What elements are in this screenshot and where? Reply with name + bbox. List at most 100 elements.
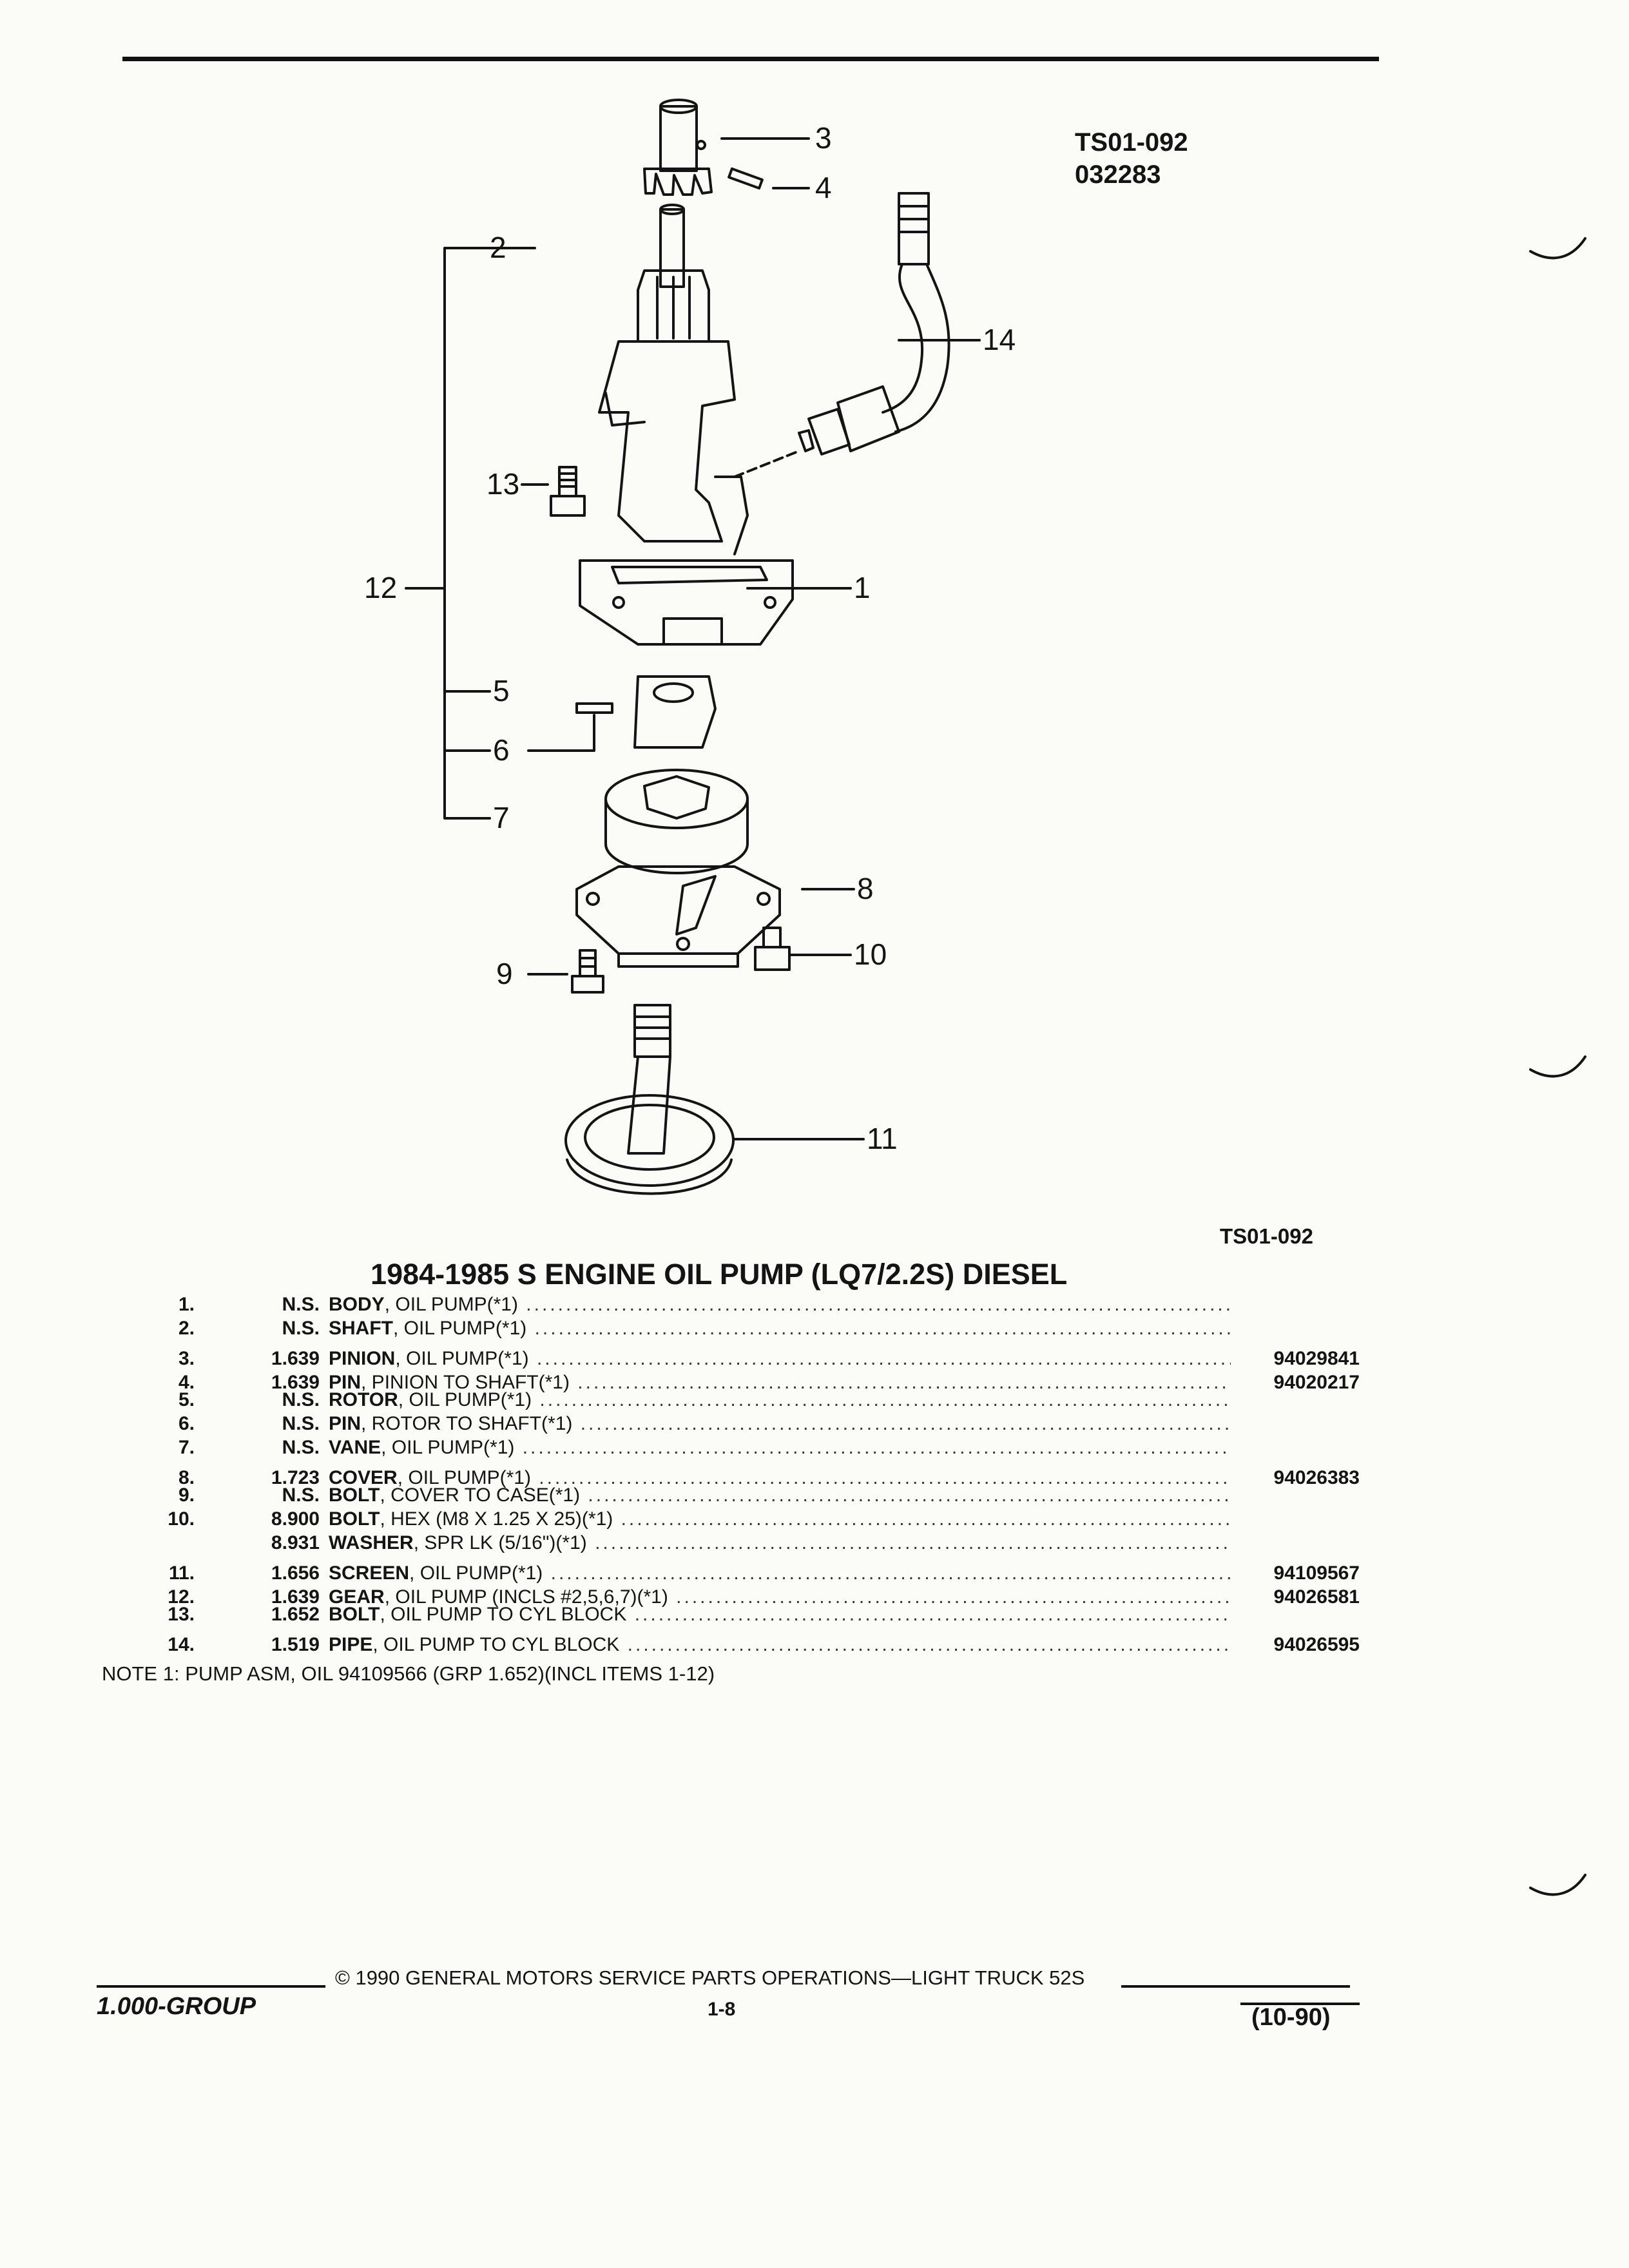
oil-pipe bbox=[798, 192, 950, 456]
part-detail: , OIL PUMP(*1) bbox=[381, 1437, 515, 1458]
group-number: N.S. bbox=[282, 1318, 320, 1339]
callout-9: 9 bbox=[496, 957, 513, 990]
figure-ref: TS01-092 bbox=[1220, 1224, 1313, 1248]
parts-row: 8.931 WASHER, SPR LK (5/16")(*1) ........… bbox=[129, 1531, 1360, 1555]
part-number: 94020217 bbox=[1273, 1372, 1360, 1393]
item-description: GEAR, OIL PUMP (INCLS #2,5,6,7)(*1) ....… bbox=[329, 1585, 1231, 1609]
leader-dots: ........................................… bbox=[539, 1389, 1231, 1410]
leader-dots: ........................................… bbox=[621, 1508, 1231, 1530]
pump-body bbox=[579, 340, 794, 646]
callout-1: 1 bbox=[854, 571, 871, 604]
item-description: BOLT, HEX (M8 X 1.25 X 25)(*1) .........… bbox=[329, 1507, 1231, 1531]
group-number: 8.900 bbox=[271, 1508, 320, 1530]
callout-14: 14 bbox=[983, 323, 1016, 356]
part-name: PIN bbox=[329, 1413, 361, 1434]
part-name: WASHER bbox=[329, 1532, 414, 1553]
group-number: 1.652 bbox=[271, 1604, 320, 1625]
leader-dots: ........................................… bbox=[534, 1318, 1231, 1339]
callout-8: 8 bbox=[857, 872, 874, 905]
item-description: COVER, OIL PUMP(*1) ....................… bbox=[329, 1466, 1231, 1490]
part-name: BOLT bbox=[329, 1604, 380, 1625]
part-detail: , OIL PUMP(*1) bbox=[397, 1467, 531, 1488]
part-number: 94026581 bbox=[1273, 1586, 1360, 1608]
leader-dots: ........................................… bbox=[526, 1294, 1231, 1315]
callout-7: 7 bbox=[493, 801, 510, 834]
part-detail: , OIL PUMP (INCLS #2,5,6,7)(*1) bbox=[384, 1586, 668, 1608]
part-detail: , OIL PUMP(*1) bbox=[384, 1294, 518, 1315]
item-number: 1. bbox=[178, 1294, 195, 1315]
item-description: BODY, OIL PUMP(*1) .....................… bbox=[329, 1293, 1231, 1316]
item-description: PINION, OIL PUMP(*1) ...................… bbox=[329, 1347, 1231, 1370]
part-detail: , OIL PUMP(*1) bbox=[409, 1562, 543, 1584]
part-name: COVER bbox=[329, 1467, 398, 1488]
footer-rule-date bbox=[1240, 2003, 1360, 2005]
part-detail: , OIL PUMP TO CYL BLOCK bbox=[380, 1604, 627, 1625]
bolt-9 bbox=[571, 949, 604, 994]
leader-dots: ........................................… bbox=[539, 1467, 1231, 1488]
group-number: N.S. bbox=[282, 1485, 320, 1506]
vane bbox=[604, 769, 749, 874]
part-number: 94109567 bbox=[1273, 1562, 1360, 1584]
part-number: 94026595 bbox=[1273, 1634, 1360, 1655]
top-rule bbox=[122, 57, 1379, 61]
rotor bbox=[633, 675, 717, 749]
part-name: PIN bbox=[329, 1372, 361, 1393]
part-detail: , OIL PUMP TO CYL BLOCK bbox=[372, 1634, 620, 1655]
callout-6: 6 bbox=[493, 733, 510, 767]
group-number: N.S. bbox=[282, 1413, 320, 1434]
figure-code-1: TS01-092 bbox=[1075, 128, 1188, 157]
footer-group: 1.000-GROUP bbox=[97, 1993, 256, 2020]
part-detail: , COVER TO CASE(*1) bbox=[380, 1485, 581, 1506]
parts-row: 7.N.S.VANE, OIL PUMP(*1) ...............… bbox=[129, 1436, 1360, 1459]
leader-dots: ........................................… bbox=[522, 1437, 1231, 1458]
parts-list: 1. N.S. BODY, OIL PUMP(*1) ...............… bbox=[129, 1293, 1360, 1655]
figure-code-2: 032283 bbox=[1075, 160, 1161, 189]
item-number: 13. bbox=[168, 1604, 195, 1625]
group-number: 1.723 bbox=[271, 1467, 320, 1488]
leader-dots: ........................................… bbox=[580, 1413, 1231, 1434]
item-number: 14. bbox=[168, 1634, 195, 1655]
part-number bbox=[1231, 1495, 1360, 1501]
part-number bbox=[1231, 1399, 1360, 1406]
leader-dots: ........................................… bbox=[595, 1532, 1231, 1553]
group-number: N.S. bbox=[282, 1389, 320, 1410]
part-number bbox=[1231, 1614, 1360, 1620]
part-name: BOLT bbox=[329, 1485, 380, 1506]
rotor-pin bbox=[575, 702, 613, 714]
item-description: SCREEN, OIL PUMP(*1) ...................… bbox=[329, 1561, 1231, 1585]
part-number bbox=[1231, 1304, 1360, 1311]
group-number: 8.931 bbox=[271, 1532, 320, 1553]
part-name: SCREEN bbox=[329, 1562, 410, 1584]
group-number: 1.656 bbox=[271, 1562, 320, 1584]
callout-2: 2 bbox=[490, 231, 506, 264]
part-detail: , SPR LK (5/16")(*1) bbox=[413, 1532, 587, 1553]
part-name: ROTOR bbox=[329, 1389, 398, 1410]
footer-copyright: © 1990 GENERAL MOTORS SERVICE PARTS OPER… bbox=[335, 1966, 1085, 1989]
parts-row: 2.N.S.SHAFT, OIL PUMP(*1) ..............… bbox=[129, 1316, 1360, 1340]
item-description: BOLT, COVER TO CASE(*1) ................… bbox=[329, 1483, 1231, 1507]
bolt-10 bbox=[754, 927, 791, 971]
part-name: BOLT bbox=[329, 1508, 380, 1530]
callout-12: 12 bbox=[364, 571, 397, 604]
pinion-gear bbox=[643, 99, 713, 196]
part-detail: , PINION TO SHAFT(*1) bbox=[361, 1372, 570, 1393]
parts-row: 14. 1.519 PIPE, OIL PUMP TO CYL BLOCK ....… bbox=[129, 1626, 1360, 1655]
part-name: PINION bbox=[329, 1348, 396, 1369]
part-number bbox=[1231, 1447, 1360, 1454]
item-number: 10. bbox=[168, 1508, 195, 1530]
item-description: PIPE, OIL PUMP TO CYL BLOCK ............… bbox=[329, 1633, 1231, 1657]
callout-3: 3 bbox=[815, 121, 832, 155]
bolt-13 bbox=[550, 466, 586, 517]
parts-row: 5.N.S.ROTOR, OIL PUMP(*1) ..............… bbox=[129, 1388, 1360, 1412]
callout-13: 13 bbox=[487, 467, 519, 501]
oil-screen bbox=[564, 1004, 735, 1195]
footer-rule-right bbox=[1121, 1985, 1350, 1988]
group-number: 1.519 bbox=[271, 1634, 320, 1655]
item-description: ROTOR, OIL PUMP(*1) ....................… bbox=[329, 1388, 1231, 1412]
callout-11: 11 bbox=[867, 1122, 898, 1155]
